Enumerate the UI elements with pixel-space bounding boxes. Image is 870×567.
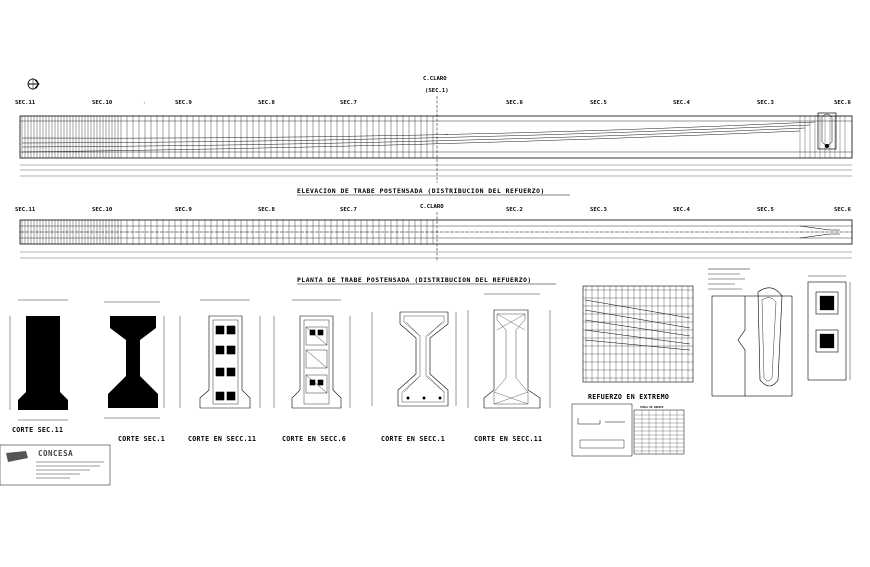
plan-stirrups [21, 220, 434, 244]
corte-en-secc-6-caption: CORTE EN SECC.6 [282, 435, 346, 443]
plan-sec-label: SEC.7 [340, 207, 357, 213]
elev-sec-label: SEC.11 [15, 100, 36, 106]
corte-en-secc-11-b [467, 293, 551, 409]
elevation-center-label: C.CLARO [423, 76, 447, 82]
table-title: TABLA DE DOBLES [640, 405, 664, 409]
plan-sec-label: SEC.11 [15, 207, 36, 213]
elev-sec-label: SEC.10 [92, 100, 113, 106]
corte-en-secc-1 [371, 311, 457, 407]
corte-sec-1-caption: CORTE SEC.1 [118, 435, 165, 443]
elev-sec-label: SEC.7 [340, 100, 357, 106]
company-name: CONCESA [38, 449, 73, 458]
tabla-de-dobles: TABLA DE DOBLES [633, 405, 685, 455]
corte-en-secc-11-caption: CORTE EN SECC.11 [188, 435, 256, 443]
elevation-stirrups [21, 116, 846, 158]
elev-sec-label: SEC.5 [590, 100, 607, 106]
corte-sec-11: CORTE SEC.11 [9, 299, 68, 434]
title-block: CONCESA [0, 444, 111, 486]
elev-sec-label: SEC.3 [757, 100, 774, 106]
elevation-tendons [21, 121, 816, 153]
elev-sec-label: SEC.6 [834, 100, 851, 106]
elev-sec-label: SEC.9 [175, 100, 192, 106]
plan-sec-label: SEC.2 [506, 207, 523, 213]
corte-en-secc-11b-caption: CORTE EN SECC.11 [474, 435, 542, 443]
plan-sec-label: SEC.10 [92, 207, 113, 213]
plan-sec-label: SEC.4 [673, 207, 690, 213]
corte-en-secc-6 [273, 299, 351, 409]
plan-title: PLANTA DE TRABE POSTENSADA (DISTRIBUCION… [297, 276, 532, 284]
elev-sec-label: SEC.6 [506, 100, 523, 106]
plate-detail [807, 275, 851, 381]
refuerzo-title: REFUERZO EN EXTREMO [588, 393, 669, 401]
plan-sec-label: SEC.8 [258, 207, 275, 213]
elevation-title: ELEVACION DE TRABE POSTENSADA (DISTRIBUC… [297, 187, 545, 195]
plan-sec-label: SEC.3 [590, 207, 607, 213]
svg-text:━━: ━━ [444, 133, 449, 136]
refuerzo-notes [708, 268, 750, 290]
refuerzo-en-extremo: REFUERZO EN EXTREMO [582, 285, 694, 401]
svg-text:┘: ┘ [143, 101, 146, 105]
elevation-center-sublabel: (SEC.1) [425, 88, 449, 94]
plan-view: C.CLARO SEC.11 SEC.10 SEC.9 SEC.8 SEC.7 … [15, 204, 853, 285]
elevation-view: C.CLARO (SEC.1) SEC.11 SEC.10 SEC.9 SEC.… [15, 76, 853, 196]
plan-center-label: C.CLARO [420, 204, 444, 210]
plan-sec-label: SEC.5 [757, 207, 774, 213]
elev-sec-label: SEC.4 [673, 100, 690, 106]
bend-detail [571, 403, 633, 457]
elevation-beam-outline [19, 115, 853, 159]
anchorage-detail [711, 287, 793, 397]
elev-sec-label: SEC.8 [258, 100, 275, 106]
corte-sec-11-caption: CORTE SEC.11 [12, 426, 63, 434]
plan-sec-label: SEC.6 [834, 207, 851, 213]
corte-en-secc-11 [179, 299, 261, 409]
north-arrow-icon [27, 78, 40, 90]
plan-sec-label: SEC.9 [175, 207, 192, 213]
corte-en-secc-1-caption: CORTE EN SECC.1 [381, 435, 445, 443]
corte-sec-1: CORTE SEC.1 [104, 301, 165, 443]
